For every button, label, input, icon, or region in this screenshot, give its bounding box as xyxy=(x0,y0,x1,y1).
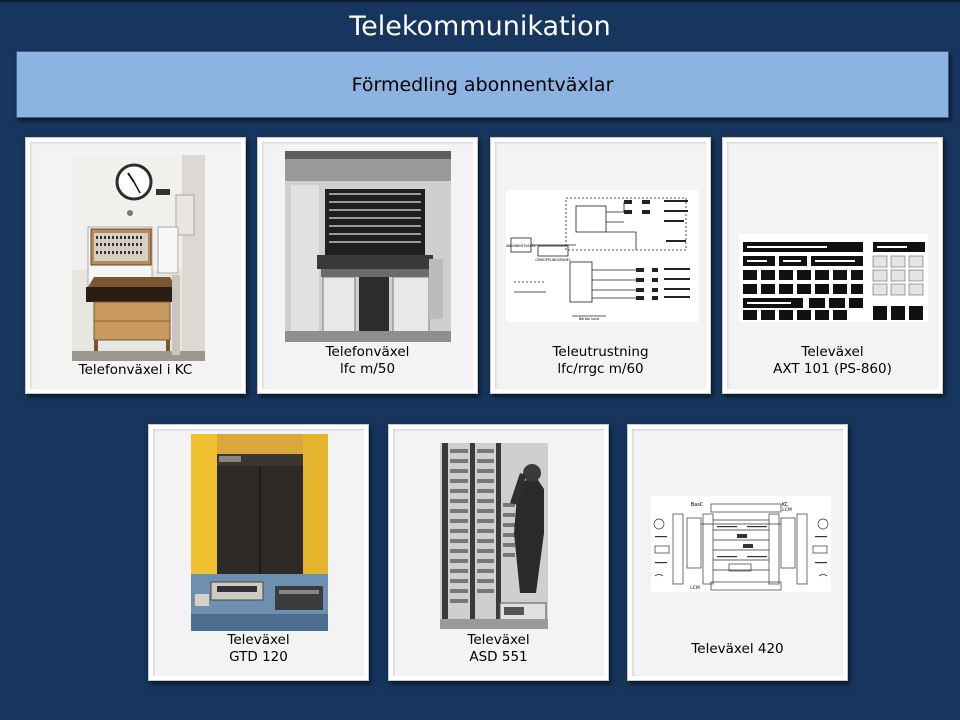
photo-televaxel-axt101 xyxy=(739,234,928,322)
caption-line: AXT 101 (PS-860) xyxy=(773,361,892,377)
slide-title: Telekommunikation xyxy=(349,11,611,42)
diagram-label: KC xyxy=(782,502,789,508)
caption-line: Televäxel xyxy=(801,344,864,360)
card-teleutrustning[interactable]: ABONNENTVÄXEL OMKOPPLINGSPANEL Bärbar bo… xyxy=(490,137,711,394)
card-caption: Televäxel ASD 551 xyxy=(389,632,608,666)
photo-telefonvaxel-lfc-m50 xyxy=(285,151,451,342)
caption-line: lfc/rrgc m/60 xyxy=(557,361,644,377)
diagram-televaxel-420: BasC KC LCM LCM xyxy=(651,496,831,592)
card-telefonvaxel-lfc-m50[interactable]: Telefonväxel lfc m/50 xyxy=(257,137,478,394)
caption-line: Televäxel xyxy=(227,632,290,648)
card-telefonvaxel-kc[interactable]: Telefonväxel i KC xyxy=(25,137,246,394)
diagram-label: ABONNENTVÄXEL xyxy=(506,243,536,248)
top-edge-line xyxy=(0,0,960,2)
caption-line: Telefonväxel i KC xyxy=(78,362,193,378)
card-caption: Telefonväxel i KC xyxy=(26,362,245,379)
section-banner-label: Förmedling abonnentväxlar xyxy=(351,73,614,96)
card-caption: Telefonväxel lfc m/50 xyxy=(258,344,477,378)
photo-telefonvaxel-kc xyxy=(72,155,205,361)
caption-line: GTD 120 xyxy=(229,649,288,665)
card-caption: Televäxel 420 xyxy=(628,641,847,658)
diagram-label: OMKOPPLINGSPANEL xyxy=(535,258,570,262)
photo-televaxel-gtd120 xyxy=(191,434,328,631)
card-televaxel-gtd120[interactable]: Televäxel GTD 120 xyxy=(148,424,369,681)
diagram-label: BasC xyxy=(691,502,704,508)
caption-line: Teleutrustning xyxy=(552,344,649,360)
diagram-teleutrustning: ABONNENTVÄXEL OMKOPPLINGSPANEL Bärbar bo… xyxy=(506,190,699,322)
card-caption: Televäxel GTD 120 xyxy=(149,632,368,666)
caption-line: Televäxel xyxy=(467,632,530,648)
card-caption: Televäxel AXT 101 (PS-860) xyxy=(723,344,942,378)
card-televaxel-420[interactable]: BasC KC LCM LCM Televäxel 420 xyxy=(627,424,848,681)
caption-line: lfc m/50 xyxy=(339,361,396,377)
card-televaxel-asd551[interactable]: Televäxel ASD 551 xyxy=(388,424,609,681)
caption-line: Telefonväxel xyxy=(325,344,410,360)
section-banner: Förmedling abonnentväxlar xyxy=(16,51,949,118)
caption-line: Televäxel 420 xyxy=(691,641,784,657)
card-caption: Teleutrustning lfc/rrgc m/60 xyxy=(491,344,710,378)
diagram-label: Bärbar bord xyxy=(579,317,599,321)
diagram-label: LCM xyxy=(690,585,700,591)
photo-televaxel-asd551 xyxy=(440,443,548,629)
card-televaxel-axt101[interactable]: Televäxel AXT 101 (PS-860) xyxy=(722,137,943,394)
diagram-label: LCM xyxy=(782,507,792,513)
caption-line: ASD 551 xyxy=(469,649,528,665)
